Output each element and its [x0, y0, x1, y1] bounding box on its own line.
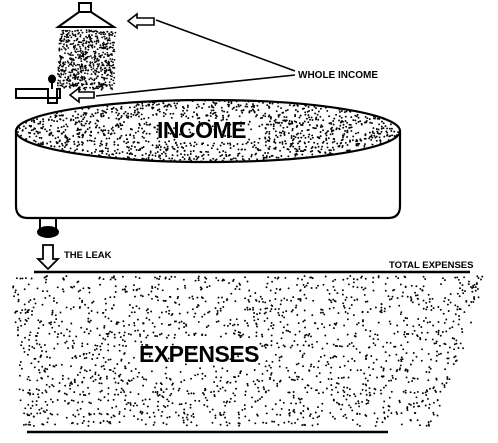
drain-pipe-icon — [37, 218, 59, 238]
expenses-pool — [12, 275, 484, 427]
expenses-label: EXPENSES — [139, 341, 259, 367]
pointer-arrow-shower — [126, 12, 155, 30]
shower-spray — [56, 29, 117, 91]
whole-income-label: WHOLE INCOME — [298, 70, 378, 81]
down-arrow-icon — [35, 244, 61, 271]
shower-head-icon — [54, 2, 118, 28]
income-label: INCOME — [157, 117, 246, 143]
total-expenses-label: TOTAL EXPENSES — [389, 260, 473, 271]
faucet-icon — [15, 74, 61, 104]
connector-lines — [95, 19, 296, 97]
the-leak-label: THE LEAK — [64, 250, 112, 261]
income-tank — [14, 98, 402, 220]
pointer-arrow-faucet — [68, 86, 95, 104]
